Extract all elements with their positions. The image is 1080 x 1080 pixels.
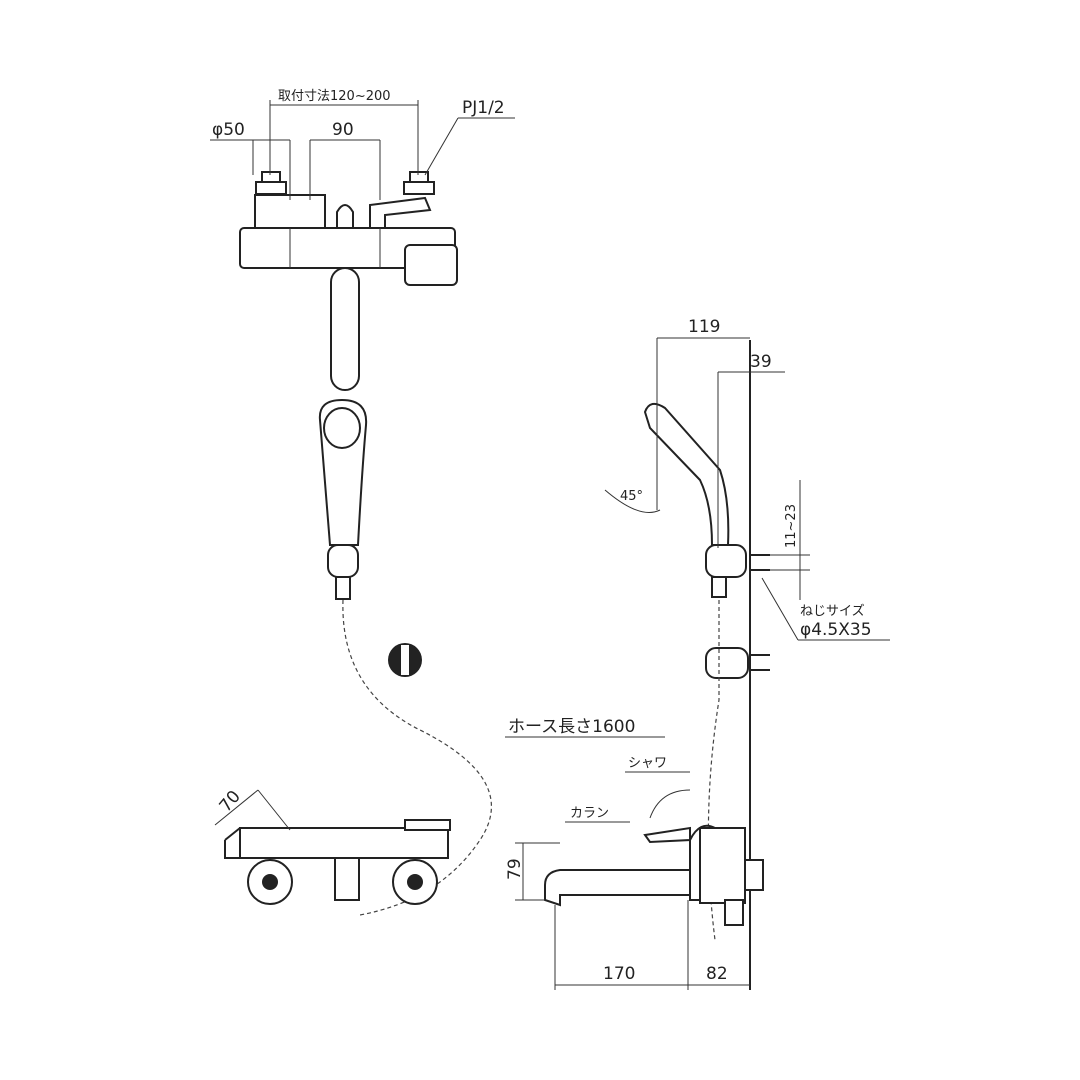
mount-span-label: 取付寸法120~200 bbox=[278, 89, 391, 104]
wall-offset-label: 82 bbox=[706, 964, 728, 984]
bottom-view-faucet bbox=[214, 789, 451, 905]
spout-length-label: 170 bbox=[603, 964, 635, 984]
hose-length-label: ホース長さ1600 bbox=[508, 717, 635, 737]
top-dimensions bbox=[210, 100, 515, 200]
thread-label: PJ1/2 bbox=[462, 98, 505, 118]
shower-label: シャワ bbox=[628, 756, 667, 771]
shower-head-front bbox=[318, 398, 492, 916]
spout-label: カラン bbox=[570, 806, 609, 821]
top-view-faucet bbox=[239, 171, 458, 391]
screw-size-label: φ4.5X35 bbox=[800, 620, 872, 640]
angle-label: 45° bbox=[620, 489, 643, 504]
screw-label: ねじサイズ bbox=[800, 603, 865, 619]
depth-label: 70 bbox=[216, 787, 245, 816]
diameter-label: φ50 bbox=[212, 120, 245, 140]
center-label: 90 bbox=[332, 120, 354, 140]
side-view bbox=[505, 337, 890, 990]
depth-head-label: 39 bbox=[750, 352, 772, 372]
height-label: 79 bbox=[505, 858, 525, 880]
bracket-range-label: 11~23 bbox=[784, 504, 799, 548]
depth-total-label: 119 bbox=[688, 317, 720, 337]
